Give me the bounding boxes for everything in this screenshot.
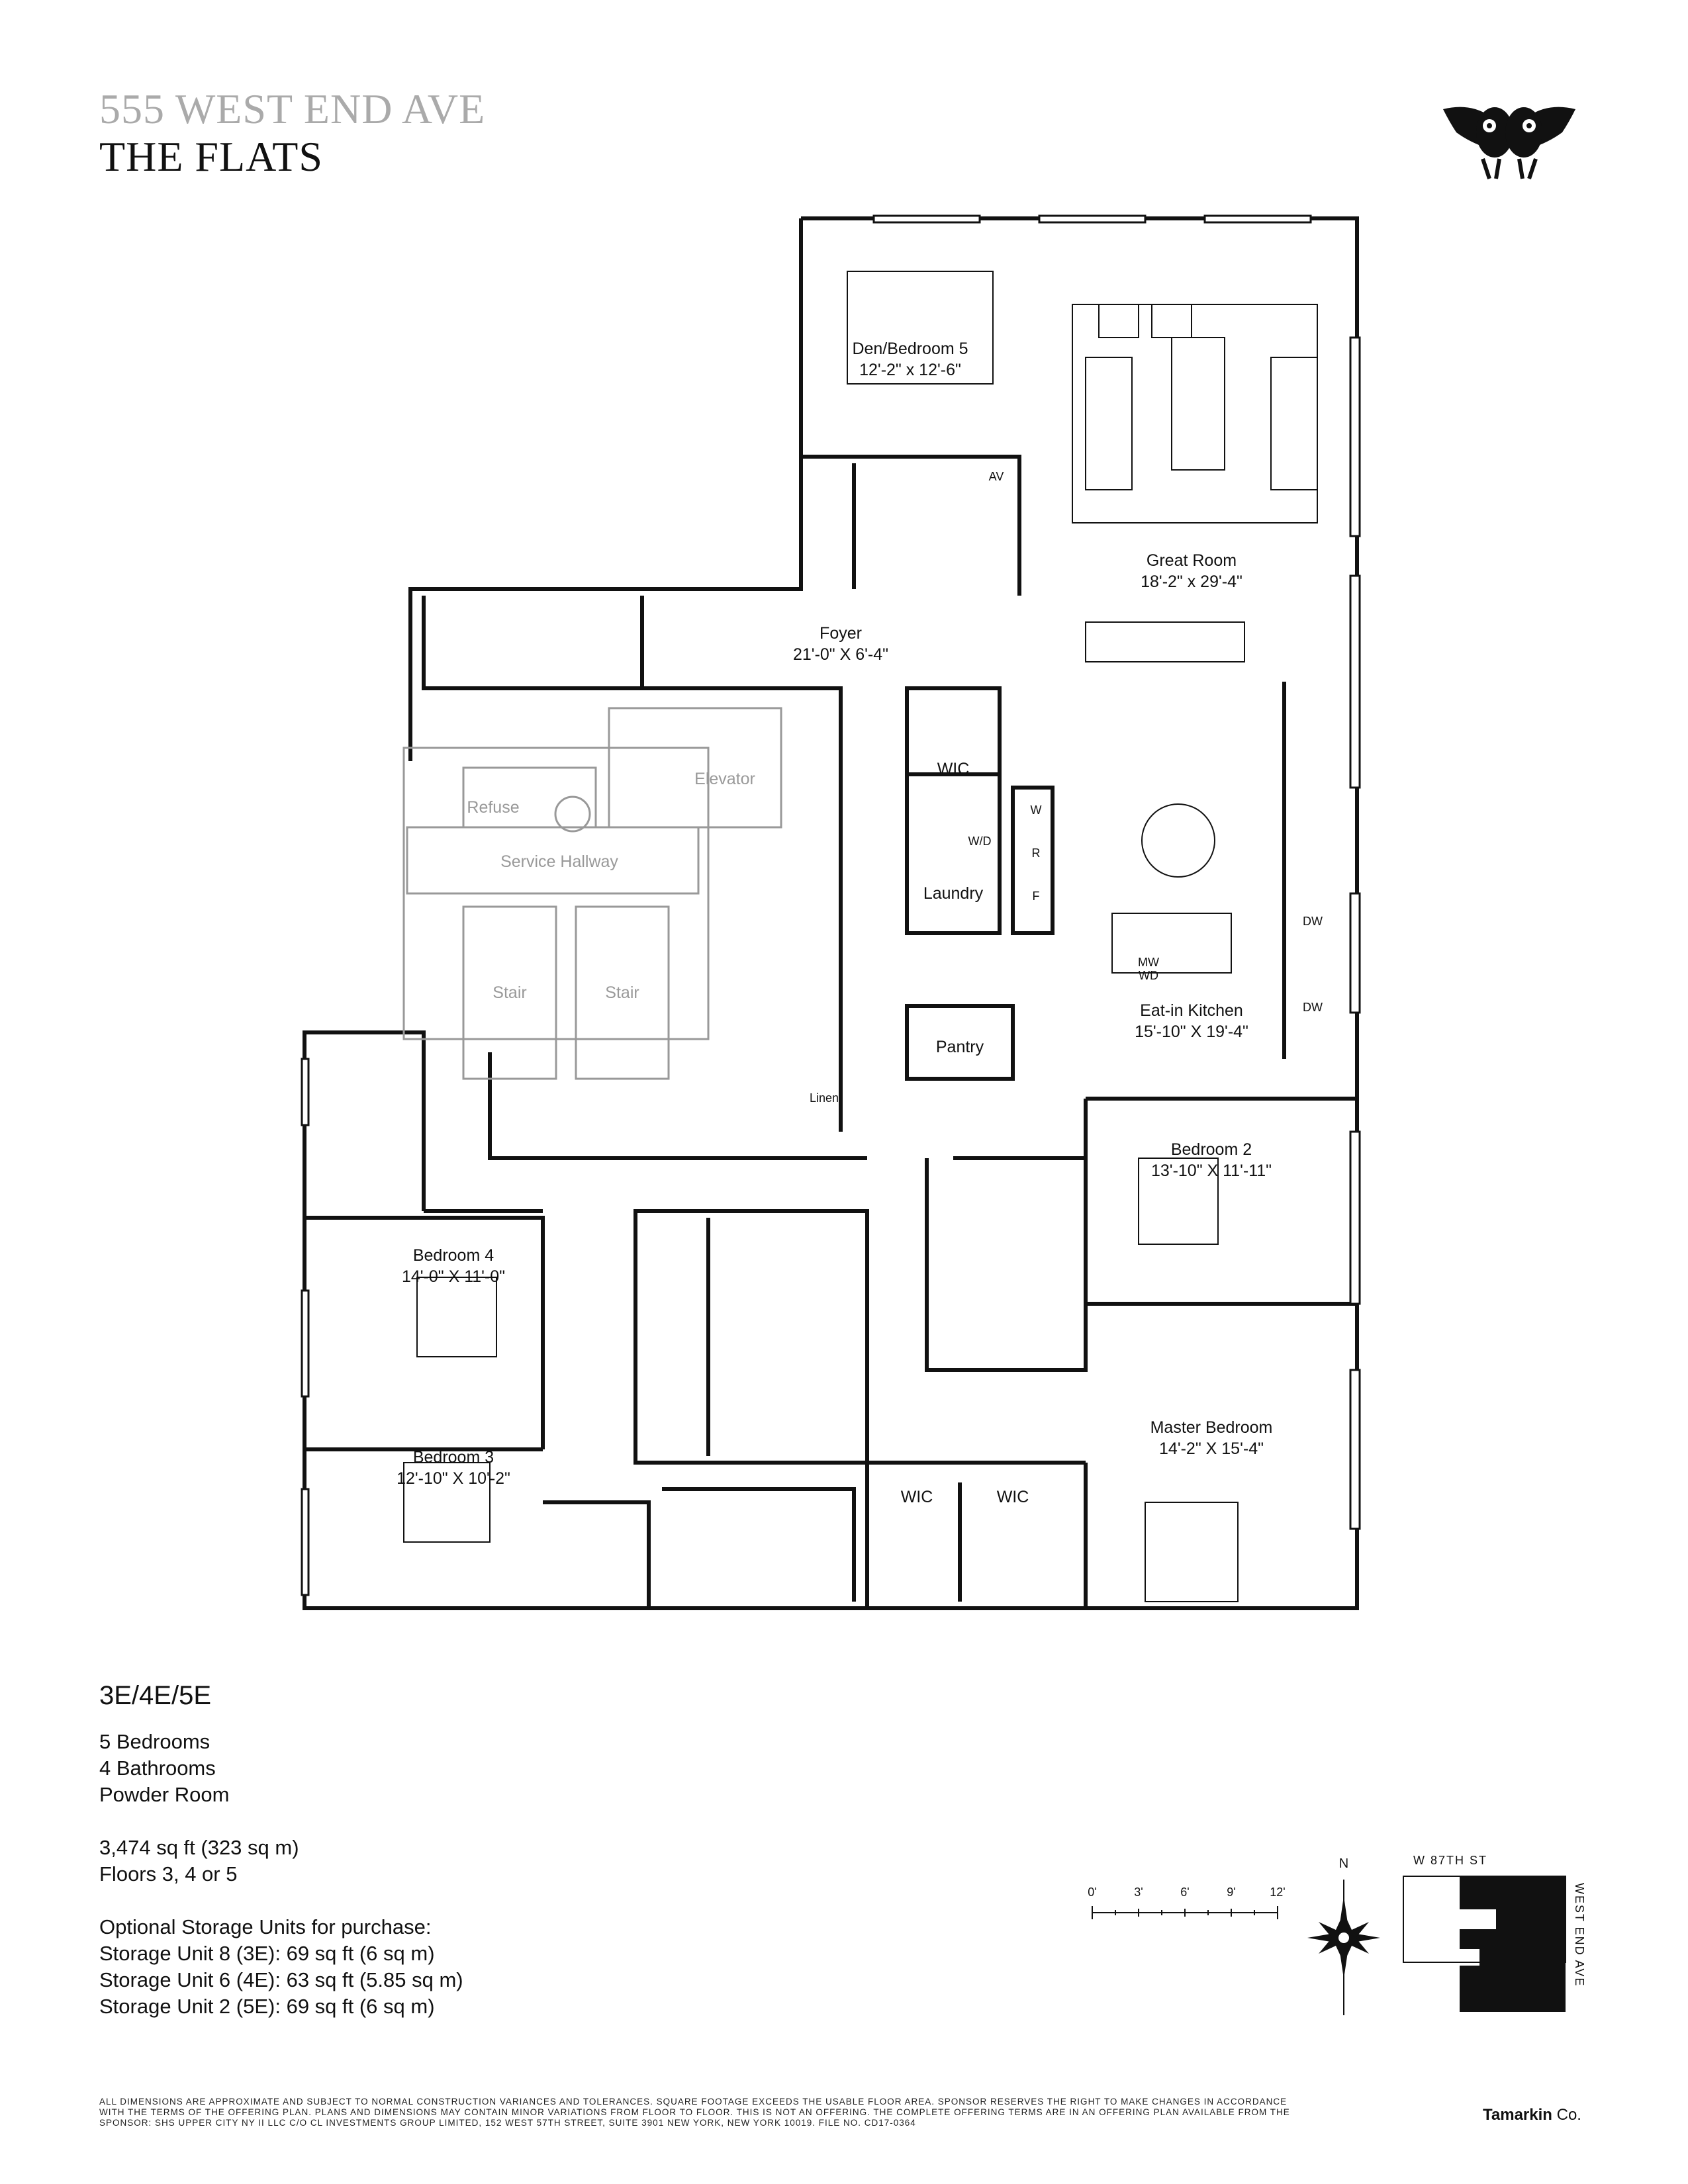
brokerage-brand: Tamarkin Co. — [1483, 2106, 1581, 2124]
brand-name: Tamarkin — [1483, 2106, 1552, 2124]
legal-disclaimer: All dimensions are approximate and subje… — [99, 2097, 1290, 2128]
building-address: 555 WEST END AVE — [99, 85, 486, 132]
brand-suffix: Co. — [1552, 2106, 1581, 2124]
bedroom3-name: Bedroom 3 — [413, 1448, 494, 1467]
bedroom4-dims: 14'-0" X 11'-0" — [402, 1267, 505, 1286]
storage-item: Storage Unit 6 (4E): 63 sq ft (5.85 sq m… — [99, 1968, 463, 1991]
service-hallway-label: Service Hallway — [500, 852, 618, 871]
dw-label-bottom: DW — [1303, 1001, 1323, 1014]
key-plan-street-side: WEST END AVE — [1573, 1883, 1586, 1987]
mw-label: MW — [1138, 956, 1159, 969]
wd-oven-label: WD — [1139, 969, 1158, 982]
dw-label-top: DW — [1303, 915, 1323, 928]
w-label: W — [1031, 803, 1042, 817]
wic-label: WIC — [937, 760, 970, 778]
north-label: N — [1339, 1856, 1348, 1871]
scale-tick-label: 6' — [1180, 1886, 1189, 1899]
wic-label-left: WIC — [901, 1488, 933, 1506]
floor-plan: Den/Bedroom 5 12'-2" x 12'-6" Great Room… — [301, 214, 1361, 1610]
linen-label: Linen — [810, 1091, 839, 1105]
great-room-dims: 18'-2" x 29'-4" — [1141, 572, 1243, 591]
great-room-name: Great Room — [1147, 551, 1237, 570]
den-name: Den/Bedroom 5 — [852, 340, 968, 358]
stair-label-right: Stair — [605, 983, 639, 1002]
collection-title: THE FLATS — [99, 133, 323, 180]
key-plan-street-top: W 87TH ST — [1413, 1854, 1487, 1867]
master-name: Master Bedroom — [1150, 1418, 1273, 1437]
bedroom3-dims: 12'-10" X 10'-2" — [397, 1469, 510, 1488]
key-plan: W 87TH ST WEST END AVE — [1403, 1854, 1586, 2012]
foyer-name: Foyer — [820, 624, 862, 643]
laundry-label: Laundry — [923, 884, 984, 903]
bedroom2-dims: 13'-10" X 11'-11" — [1151, 1161, 1272, 1180]
unit-floors: Floors 3, 4 or 5 — [99, 1862, 238, 1886]
bathroom-count: 4 Bathrooms — [99, 1756, 216, 1780]
scale-tick-label: 12' — [1270, 1886, 1285, 1899]
stair-label-left: Stair — [492, 983, 526, 1002]
scale-tick-label: 3' — [1134, 1886, 1143, 1899]
refuse-label: Refuse — [467, 798, 519, 817]
bedroom4-name: Bedroom 4 — [413, 1246, 494, 1265]
storage-item: Storage Unit 2 (5E): 69 sq ft (6 sq m) — [99, 1995, 435, 2018]
unit-name: 3E/4E/5E — [99, 1681, 212, 1710]
scale-tick-label: 0' — [1088, 1886, 1096, 1899]
den-dims: 12'-2" x 12'-6" — [859, 361, 961, 379]
scale-bar: 0' 3' 6' 9' 12' — [1088, 1886, 1286, 1919]
f-label: F — [1033, 889, 1040, 903]
storage-item: Storage Unit 8 (3E): 69 sq ft (6 sq m) — [99, 1942, 435, 1965]
scale-tick-label: 9' — [1227, 1886, 1235, 1899]
elevator-label: Elevator — [694, 770, 755, 788]
unit-area: 3,474 sq ft (323 sq m) — [99, 1836, 299, 1859]
r-label: R — [1032, 846, 1041, 860]
kitchen-name: Eat-in Kitchen — [1140, 1001, 1243, 1020]
owl-crest-icon — [1443, 107, 1575, 179]
wd-label: W/D — [968, 835, 992, 848]
powder-room: Powder Room — [99, 1783, 230, 1806]
wic-label-right: WIC — [997, 1488, 1029, 1506]
kitchen-dims: 15'-10" X 19'-4" — [1135, 1023, 1248, 1041]
compass-star-icon: N — [1307, 1856, 1380, 2015]
master-dims: 14'-2" X 15'-4" — [1159, 1439, 1264, 1458]
bedroom-count: 5 Bedrooms — [99, 1730, 211, 1753]
pantry-label: Pantry — [936, 1038, 984, 1056]
av-label: AV — [989, 470, 1004, 483]
bedroom2-name: Bedroom 2 — [1171, 1140, 1252, 1159]
foyer-dims: 21'-0" X 6'-4" — [793, 645, 888, 664]
storage-title: Optional Storage Units for purchase: — [99, 1915, 432, 1938]
